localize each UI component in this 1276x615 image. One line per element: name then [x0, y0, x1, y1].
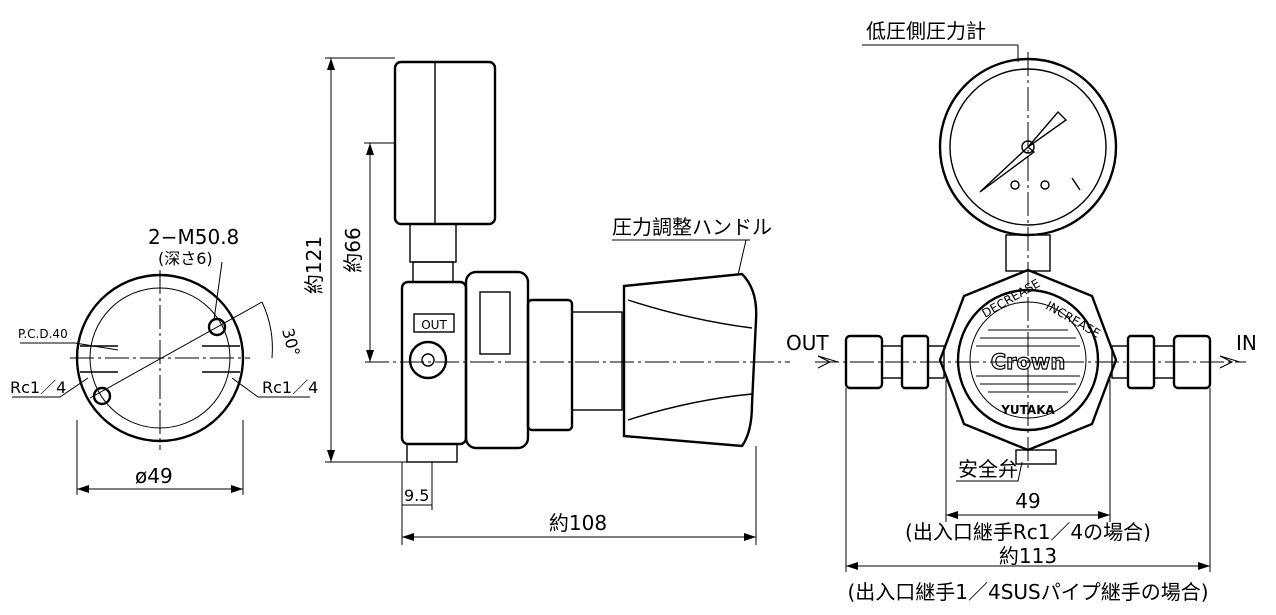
port-left-leader — [12, 377, 89, 398]
gauge-case — [393, 60, 497, 226]
gauge-dot-right — [1040, 180, 1050, 190]
out-tag-box — [413, 313, 455, 333]
angle-arc — [261, 301, 273, 359]
gauge-needle-lower — [979, 146, 1036, 193]
h66-arrow-top — [366, 143, 374, 155]
handle-label: 圧力調整ハンドル — [612, 215, 772, 239]
valve-label: 安全弁 — [958, 457, 1018, 481]
out-tag-label: OUT — [421, 318, 447, 332]
width-113-label: 約113 — [999, 544, 1057, 568]
w108-arrow-left — [402, 533, 414, 541]
handle-leader — [737, 239, 747, 276]
dia-label: ø49 — [135, 464, 173, 488]
safety-valve — [1015, 449, 1057, 465]
body-block — [400, 280, 468, 446]
port-right-leader — [231, 377, 310, 398]
holes-label: 2−M50.8 — [148, 225, 239, 249]
side-view: 約121 約66 OUT 圧力調整ハンドル 9.5 約108 — [302, 57, 790, 545]
in-label: IN — [1236, 331, 1257, 355]
handle-grip-bottom — [627, 393, 753, 421]
handle-grip-top — [627, 299, 753, 329]
note-sus-label: (出入口継手1／4SUSパイプ継手の場合) — [847, 580, 1208, 604]
front-view: Crown YUTAKA DECREASE INCREASE — [786, 19, 1257, 604]
height-total-label: 約121 — [302, 236, 326, 294]
width-49-label: 49 — [1015, 489, 1040, 513]
h66-arrow-bottom — [366, 350, 374, 362]
height-gauge-label: 約66 — [341, 227, 365, 272]
increase-label: INCREASE — [1044, 298, 1103, 340]
depth-label: (深さ6) — [158, 249, 213, 268]
width-small-label: 9.5 — [404, 486, 429, 505]
w113-arrow-left — [846, 562, 858, 570]
bonnet-window — [479, 291, 511, 355]
w113-arrow-right — [1198, 562, 1210, 570]
mount-hole-lower — [92, 386, 112, 406]
pcd-label: P.C.D.40 — [18, 327, 68, 341]
spindle — [571, 311, 623, 411]
hole-leader — [213, 261, 223, 321]
h121-arrow-bottom — [327, 450, 335, 462]
valve-leader — [956, 461, 1023, 482]
w49-arrow-right — [1098, 511, 1110, 519]
gauge-needle-upper — [1027, 110, 1068, 148]
bonnet — [464, 270, 530, 450]
length-label: 約108 — [549, 511, 607, 535]
w108-arrow-right — [744, 533, 756, 541]
pcd-line — [89, 301, 263, 399]
out-port-inner — [421, 353, 435, 367]
port-left-label: Rc1／4 — [10, 378, 66, 397]
gauge-tick — [1071, 177, 1081, 191]
dia-arrow-left — [77, 485, 89, 493]
out-port-circle — [408, 340, 448, 380]
bonnet-nut — [526, 298, 574, 432]
gauge-stem — [409, 223, 457, 263]
out-label: OUT — [786, 331, 829, 355]
gauge-dot-left — [1010, 180, 1020, 190]
angle-label: 30° — [278, 326, 304, 358]
gauge-nut — [412, 261, 454, 283]
w49-arrow-left — [946, 511, 958, 519]
port-right-label: Rc1／4 — [262, 378, 318, 397]
mount-hole-upper — [207, 317, 227, 337]
pcd-leader — [20, 342, 119, 351]
dia-arrow-right — [231, 485, 243, 493]
safety-valve-side — [406, 443, 458, 463]
in-arrow — [1219, 355, 1241, 369]
decrease-label: DECREASE — [980, 276, 1043, 320]
note-rc-label: (出入口継手Rc1／4の場合) — [905, 520, 1151, 544]
out-arrow — [817, 355, 839, 369]
bottom-view: 2−M50.8 (深さ6) P.C.D.40 30° Rc1／4 Rc1／4 ø… — [10, 225, 318, 495]
handle-body — [622, 272, 758, 448]
gauge-label: 低圧側圧力計 — [866, 19, 986, 43]
h121-arrow-top — [327, 58, 335, 70]
